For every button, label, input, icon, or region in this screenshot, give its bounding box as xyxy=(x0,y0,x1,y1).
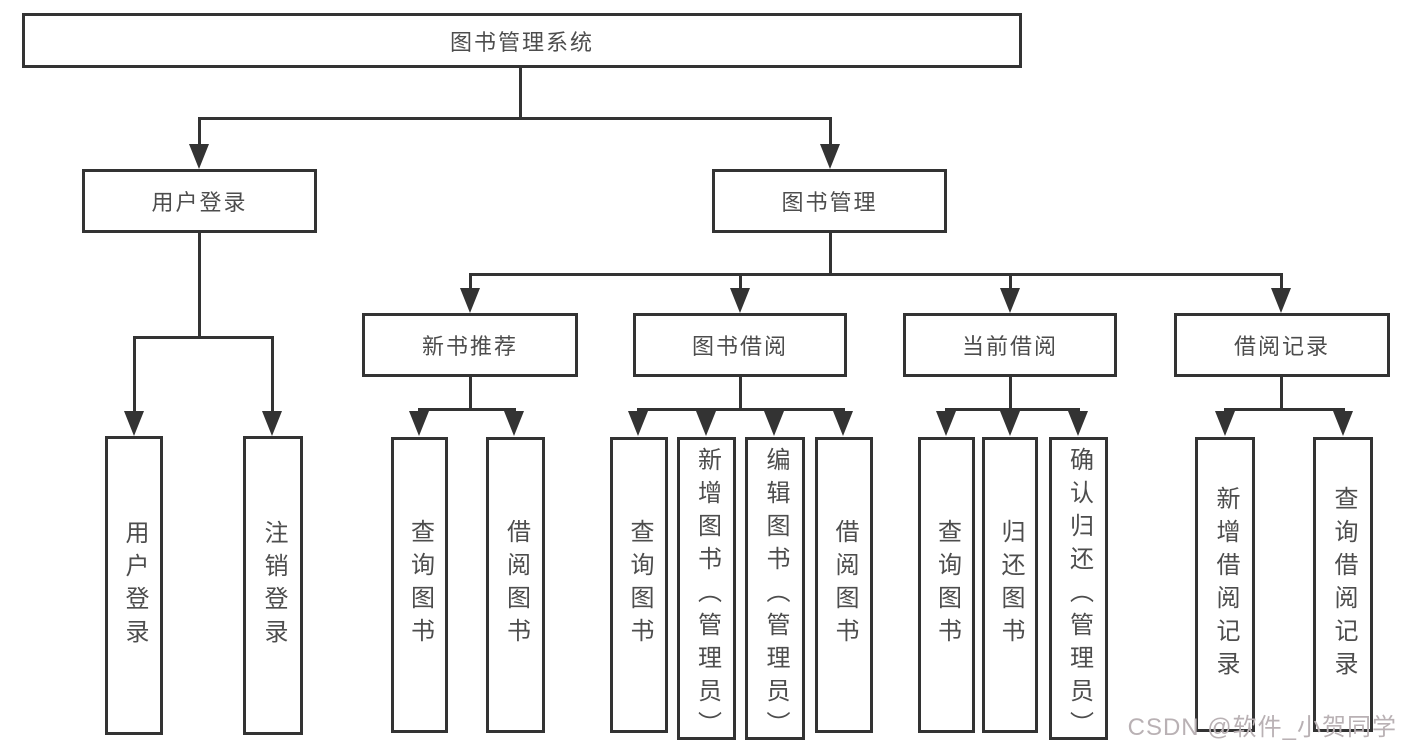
leaf-confirm-return-admin: 确认归还（管理员） xyxy=(1049,437,1108,744)
arrow-down-icon xyxy=(764,411,784,436)
node-user-login: 用户登录 xyxy=(82,169,317,233)
leaf-edit-books-admin-label: 编辑图书（管理员） xyxy=(762,447,789,744)
arrow-down-icon xyxy=(124,411,144,436)
connector-new-book-drop xyxy=(469,273,472,291)
leaf-edit-books-admin: 编辑图书（管理员） xyxy=(745,437,805,744)
arrow-down-icon xyxy=(1000,411,1020,436)
node-book-management-label: 图书管理 xyxy=(781,190,878,215)
leaf-logout-label: 注销登录 xyxy=(260,519,287,652)
arrow-down-icon xyxy=(1000,288,1020,313)
connector-current-borrow-drop xyxy=(1009,273,1012,291)
connector-current-borrow-stem xyxy=(1009,377,1012,408)
connector-book-borrow-stem xyxy=(739,377,742,408)
node-book-borrowing-label: 图书借阅 xyxy=(691,334,788,359)
connector-leaf-drop xyxy=(271,336,274,413)
connector-borrow-records-stem xyxy=(1280,377,1283,408)
csdn-watermark: CSDN @软件_小贺同学 xyxy=(1127,714,1397,741)
connector-leaf-drop xyxy=(133,336,136,413)
leaf-confirm-return-admin-label: 确认归还（管理员） xyxy=(1065,447,1093,744)
arrow-down-icon xyxy=(460,288,480,313)
connector-book-mgmt-stem xyxy=(829,233,832,273)
leaf-borrow-query-books: 查询图书 xyxy=(610,437,668,733)
leaf-user-login: 用户登录 xyxy=(105,436,163,735)
arrow-down-icon xyxy=(820,144,840,169)
node-current-borrowing: 当前借阅 xyxy=(903,313,1117,377)
leaf-logout: 注销登录 xyxy=(243,436,303,735)
connector-book-borrow-rail xyxy=(637,408,844,411)
connector-user-login-drop xyxy=(198,117,201,147)
leaf-return-books-label: 归还图书 xyxy=(997,519,1024,651)
leaf-newrec-query-books-label: 查询图书 xyxy=(406,519,434,651)
leaf-return-books: 归还图书 xyxy=(982,437,1038,733)
leaf-current-query-books: 查询图书 xyxy=(918,437,975,733)
leaf-borrow-query-books-label: 查询图书 xyxy=(626,519,653,651)
leaf-newrec-borrow-books-label: 借阅图书 xyxy=(502,519,530,651)
connector-borrow-records-drop xyxy=(1280,273,1283,291)
connector-user-login-stem xyxy=(198,233,201,336)
leaf-borrow-borrow-books-label: 借阅图书 xyxy=(831,519,858,651)
arrow-down-icon xyxy=(1068,411,1088,436)
node-root-label: 图书管理系统 xyxy=(449,29,594,55)
leaf-user-login-label: 用户登录 xyxy=(121,519,148,652)
arrow-down-icon xyxy=(189,144,209,169)
connector-user-login-rail xyxy=(133,336,274,339)
node-book-borrowing: 图书借阅 xyxy=(633,313,847,377)
node-user-login-label: 用户登录 xyxy=(151,190,248,215)
connector-new-book-stem xyxy=(469,377,472,408)
connector-borrow-records-rail xyxy=(1224,408,1344,411)
arrow-down-icon xyxy=(696,411,716,436)
arrow-down-icon xyxy=(1271,288,1291,313)
node-current-borrowing-label: 当前借阅 xyxy=(961,334,1058,359)
leaf-add-borrow-record: 新增借阅记录 xyxy=(1195,437,1255,732)
arrow-down-icon xyxy=(262,411,282,436)
leaf-current-query-books-label: 查询图书 xyxy=(933,519,961,651)
arrow-down-icon xyxy=(504,411,524,436)
connector-current-borrow-rail xyxy=(945,408,1079,411)
node-borrowing-records-label: 借阅记录 xyxy=(1233,334,1330,359)
connector-root-rail xyxy=(198,117,832,120)
leaf-add-books-admin: 新增图书（管理员） xyxy=(677,437,736,744)
connector-root-stem xyxy=(519,68,522,117)
leaf-newrec-query-books: 查询图书 xyxy=(391,437,448,733)
leaf-newrec-borrow-books: 借阅图书 xyxy=(486,437,545,733)
arrow-down-icon xyxy=(730,288,750,313)
leaf-query-borrow-record: 查询借阅记录 xyxy=(1313,437,1373,732)
arrow-down-icon xyxy=(936,411,956,436)
node-book-management: 图书管理 xyxy=(712,169,947,233)
arrow-down-icon xyxy=(409,411,429,436)
connector-book-mgmt-drop xyxy=(829,117,832,147)
leaf-borrow-borrow-books: 借阅图书 xyxy=(815,437,873,733)
node-root: 图书管理系统 xyxy=(22,13,1022,68)
node-new-book-recommend-label: 新书推荐 xyxy=(421,334,518,359)
leaf-add-borrow-record-label: 新增借阅记录 xyxy=(1212,485,1239,684)
arrow-down-icon xyxy=(1215,411,1235,436)
leaf-query-borrow-record-label: 查询借阅记录 xyxy=(1330,485,1357,684)
connector-new-book-rail xyxy=(418,408,516,411)
connector-book-mgmt-rail xyxy=(469,273,1283,276)
arrow-down-icon xyxy=(628,411,648,436)
connector-book-borrow-drop xyxy=(739,273,742,291)
arrow-down-icon xyxy=(833,411,853,436)
leaf-add-books-admin-label: 新增图书（管理员） xyxy=(693,447,721,744)
node-borrowing-records: 借阅记录 xyxy=(1174,313,1390,377)
arrow-down-icon xyxy=(1333,411,1353,436)
node-new-book-recommend: 新书推荐 xyxy=(362,313,578,377)
